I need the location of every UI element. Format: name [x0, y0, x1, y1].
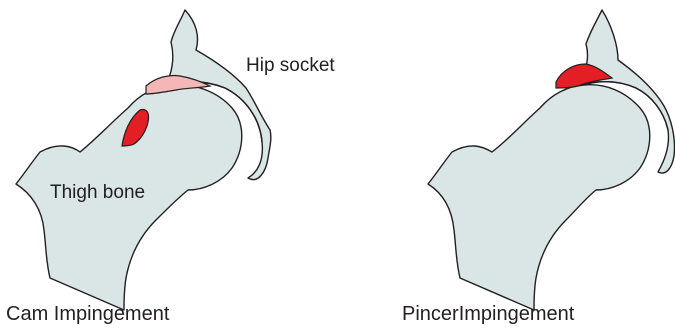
pincer-impingement-illustration	[428, 10, 675, 310]
cam-impingement-caption: Cam Impingement	[6, 304, 169, 324]
hip-socket-label: Hip socket	[246, 56, 335, 75]
cam-impingement-illustration	[16, 10, 271, 310]
thigh-bone-label: Thigh bone	[50, 183, 145, 202]
pincer-impingement-caption: PincerImpingement	[402, 304, 574, 324]
pincer-thigh-bone	[428, 85, 650, 310]
